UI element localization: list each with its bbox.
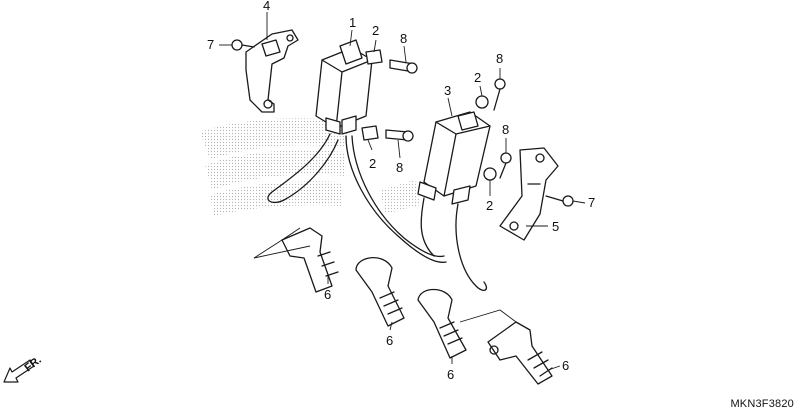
plug-cap-2 (355, 257, 405, 327)
watermark-wing (200, 118, 420, 216)
callout-8-b: 8 (396, 160, 403, 175)
callout-6-b: 6 (386, 333, 393, 348)
ignition-coil-right (417, 111, 491, 291)
bolt-8-right-top (493, 78, 506, 111)
bolt-7-right (545, 195, 574, 207)
callout-5: 5 (552, 219, 559, 234)
callout-6-c: 6 (447, 367, 454, 382)
callout-8-a: 8 (400, 31, 407, 46)
callout-7-b: 7 (588, 195, 595, 210)
bracket-upper-left (245, 29, 299, 113)
callout-8-c: 8 (496, 51, 503, 66)
ignition-coil-left (267, 39, 447, 263)
bolt-8-right-bottom (499, 152, 512, 179)
callout-6-a: 6 (324, 287, 331, 302)
front-direction-indicator: FR. (3, 354, 44, 383)
bolt-8-left-bottom (385, 129, 414, 142)
callout-2-a: 2 (372, 23, 379, 38)
callout-2-d: 2 (486, 198, 493, 213)
callout-1: 1 (349, 15, 356, 30)
diagram-reference-code: MKN3F3820 (730, 398, 794, 410)
nut-2-left-top (365, 49, 383, 65)
leader-lines (219, 12, 586, 371)
direction-arrow-icon (3, 359, 35, 383)
callout-labels: 1 2 2 2 2 3 4 5 6 6 6 6 7 7 8 8 8 8 (207, 0, 595, 382)
callout-2-b: 2 (369, 156, 376, 171)
plug-cap-1 (281, 227, 339, 293)
bolt-8-left-top (389, 59, 418, 74)
plug-cap-3 (417, 288, 467, 359)
bracket-right (499, 147, 559, 241)
callout-7-a: 7 (207, 37, 214, 52)
plug-cap-4 (487, 321, 553, 385)
nut-2-left-bottom (361, 125, 379, 141)
guide-lines (253, 227, 517, 323)
callout-6-d: 6 (562, 358, 569, 373)
nut-2-right-bottom (483, 167, 497, 181)
callout-3: 3 (444, 83, 451, 98)
callout-4: 4 (263, 0, 270, 13)
callout-8-d: 8 (502, 122, 509, 137)
nut-2-right-top (475, 95, 489, 109)
callout-2-c: 2 (474, 70, 481, 85)
